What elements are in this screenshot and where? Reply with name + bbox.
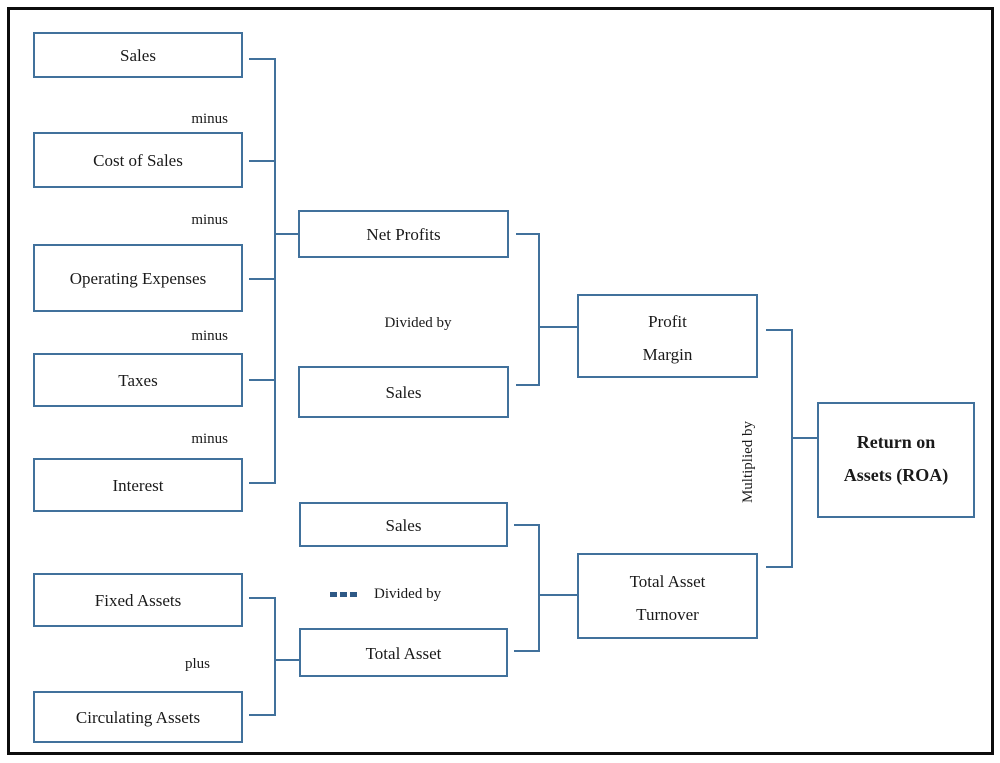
connector-net-profits-branch — [274, 233, 298, 235]
connector-turnover-out — [766, 566, 793, 568]
node-label: Operating Expenses — [69, 269, 207, 289]
connector-profit-margin-out — [766, 329, 793, 331]
node-label: Sales — [385, 515, 422, 535]
node-operating-expenses: Operating Expenses — [33, 244, 243, 312]
operator-plus: plus — [184, 656, 210, 672]
diagram-outer-frame — [7, 7, 994, 755]
node-sales-top: Sales — [33, 32, 243, 78]
node-profit-margin: Profit Margin — [577, 294, 758, 378]
connector-assets-trunk — [274, 597, 276, 716]
operator-divided-by-bottom-row: Divided by — [330, 584, 441, 604]
connector-sales-divisor-out — [516, 384, 540, 386]
connector-turnover-trunk — [538, 524, 540, 652]
operator-divided-by-bottom: Divided by — [374, 585, 442, 602]
node-label-line2: Turnover — [636, 604, 699, 624]
connector-sales-turnover-out — [514, 524, 540, 526]
node-return-on-assets: Return on Assets (ROA) — [817, 402, 975, 518]
node-label-line2: Margin — [642, 344, 693, 364]
node-total-asset-turnover: Total Asset Turnover — [577, 553, 758, 639]
node-label: Interest — [112, 476, 164, 496]
connector-roa-trunk — [791, 329, 793, 568]
node-label: Sales — [385, 383, 422, 403]
node-circulating-assets: Circulating Assets — [33, 691, 243, 743]
node-total-asset: Total Asset — [299, 628, 508, 677]
operator-divided-by-top: Divided by — [384, 315, 452, 331]
node-label: Net Profits — [366, 225, 441, 245]
connector-profit-margin-branch — [538, 326, 577, 328]
node-label-line1: Total Asset — [629, 571, 706, 591]
connector-interest-stub — [249, 482, 275, 484]
connector-fixed-assets-stub — [249, 597, 275, 599]
node-label-line1: Return on — [856, 432, 936, 452]
connector-operating-expenses-stub — [249, 278, 275, 280]
connector-sales-stub — [249, 58, 275, 60]
node-interest: Interest — [33, 458, 243, 512]
connector-circulating-assets-stub — [249, 714, 275, 716]
operator-multiplied-by-label: Multiplied by — [739, 420, 756, 504]
node-taxes: Taxes — [33, 353, 243, 407]
node-label: Cost of Sales — [93, 151, 183, 171]
node-label: Total Asset — [365, 643, 442, 663]
connector-cost-of-sales-stub — [249, 160, 275, 162]
operator-minus-2: minus — [191, 212, 228, 228]
connector-taxes-stub — [249, 379, 275, 381]
node-label: Sales — [120, 46, 156, 66]
node-sales-turnover: Sales — [299, 502, 508, 547]
node-cost-of-sales: Cost of Sales — [33, 132, 243, 188]
node-net-profits: Net Profits — [298, 210, 509, 258]
connector-turnover-branch — [538, 594, 577, 596]
operator-multiplied-by: Multiplied by — [736, 402, 760, 522]
operator-minus-1: minus — [191, 111, 228, 127]
operator-minus-3: minus — [191, 328, 228, 344]
connector-net-profits-out — [516, 233, 540, 235]
connector-profit-margin-trunk — [538, 233, 540, 386]
node-label: Circulating Assets — [75, 708, 201, 728]
operator-minus-4: minus — [191, 431, 228, 447]
node-label: Fixed Assets — [94, 591, 182, 611]
node-label-line2: Assets (ROA) — [843, 465, 949, 485]
node-label-line1: Profit — [648, 311, 687, 331]
connector-total-asset-branch — [274, 659, 300, 661]
connector-total-asset-out — [514, 650, 540, 652]
connector-left-trunk — [274, 58, 276, 484]
node-fixed-assets: Fixed Assets — [33, 573, 243, 627]
node-sales-divisor: Sales — [298, 366, 509, 418]
connector-roa-branch — [791, 437, 817, 439]
dotted-line-marker-icon — [330, 591, 357, 597]
node-label: Taxes — [118, 371, 158, 391]
